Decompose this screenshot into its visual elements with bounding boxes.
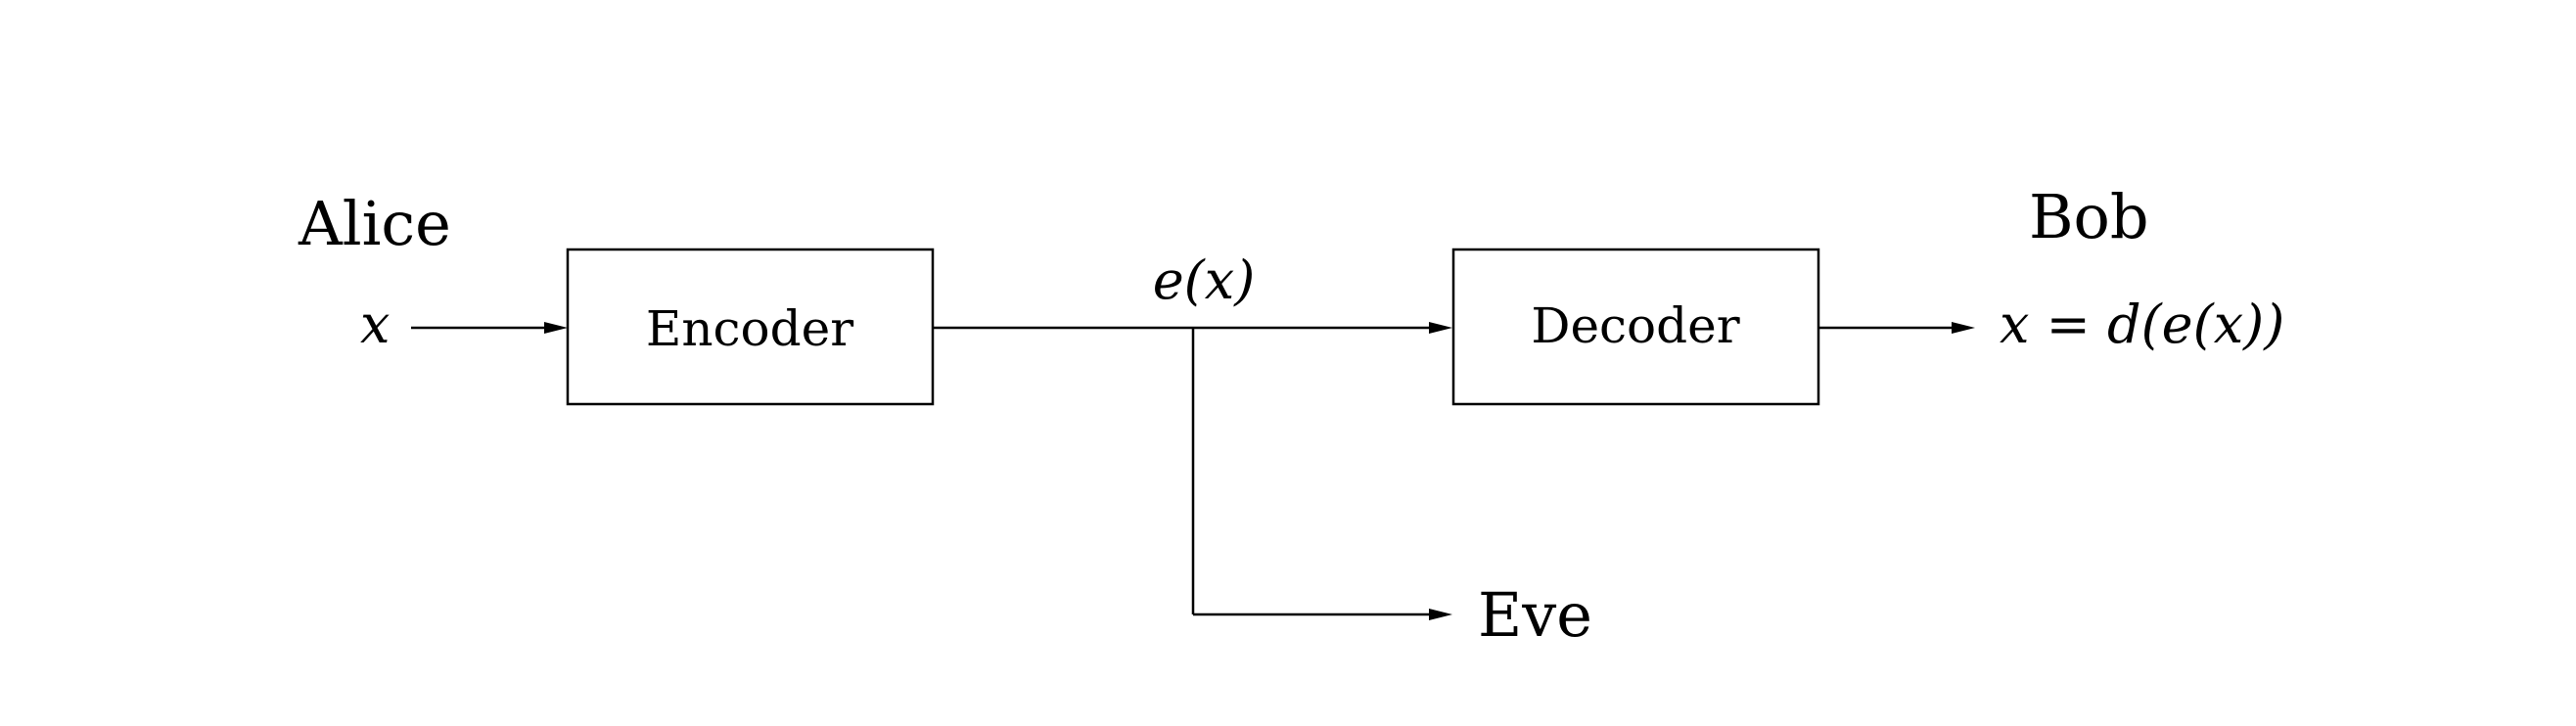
bob-label: Bob xyxy=(2029,181,2149,252)
input-x-label: x xyxy=(360,294,390,355)
encoder-box xyxy=(566,248,935,406)
alice-label: Alice xyxy=(298,188,451,259)
decoder-box xyxy=(1451,248,1820,406)
decoder-label: Decoder xyxy=(1531,297,1739,354)
encoded-signal-label: e(x) xyxy=(1153,250,1256,311)
eve-label: Eve xyxy=(1478,579,1592,651)
input-arrowhead xyxy=(544,322,568,334)
channel-arrowhead xyxy=(1429,322,1452,334)
output-arrowhead xyxy=(1952,322,1975,334)
output-signal-label: x = d(e(x)) xyxy=(2000,294,2284,355)
encoder-label: Encoder xyxy=(646,300,853,357)
eve-arrowhead xyxy=(1429,609,1452,620)
